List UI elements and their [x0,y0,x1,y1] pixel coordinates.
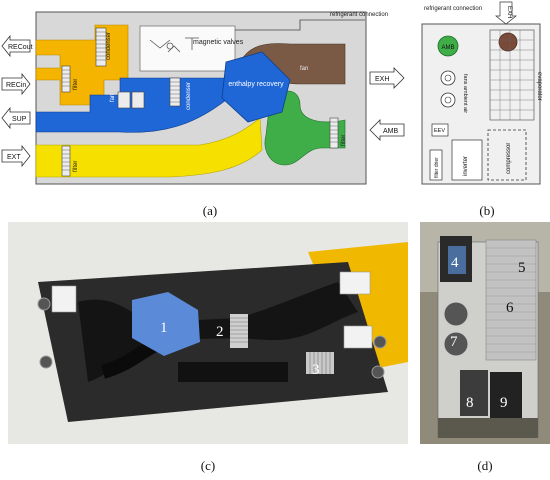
marker-3: 3 [312,362,320,378]
label-filter-ext: filter [73,161,79,172]
port-ring-2 [39,355,53,369]
svg-text:SUP: SUP [12,116,27,123]
marker-9: 9 [500,395,508,411]
label-enthalpy-recovery: enthalpy recovery [228,81,284,88]
condenser-mid-coil [169,77,181,107]
port-recout: RECout [1,34,33,58]
label-fan-left: fan [110,94,116,102]
svg-text:AMB: AMB [383,128,399,135]
label-condenser-mid: condenser [186,82,192,110]
coil-2 [230,314,248,348]
port-exh: EXH [369,67,405,89]
port-ring-1 [37,297,51,311]
filter-drier-box [429,149,443,181]
b-label-evaporator: evaporator [536,72,542,101]
label-filter-recin: filter [73,79,79,90]
marker-8: 8 [466,395,474,411]
enthalpy-recovery-core [221,51,291,123]
svg-text:RECout: RECout [8,44,33,51]
marker-5: 5 [518,260,526,276]
b-port-exh: EXH [495,1,517,25]
panel-a-schematic: condenser filter fan condenser magnetic … [1,11,405,185]
evaporator-coil [489,29,535,121]
caption-b: (b) [479,203,495,218]
label-refrigerant-connection: refrigerant connection [330,12,388,18]
exh-outlet [498,32,518,52]
inverter-box [451,139,483,181]
marker-1: 1 [160,320,168,336]
fan-photo-top [443,301,469,327]
port-ring-3 [373,335,387,349]
left-insert [51,285,77,313]
fans-ambient [440,70,456,108]
svg-text:RECin: RECin [6,82,26,89]
b-label-amb: AMB [441,45,454,51]
fan-module-top [339,271,371,295]
filter-recin [61,65,71,93]
marker-6: 6 [506,300,514,316]
marker-7: 7 [450,334,458,350]
svg-text:EXH: EXH [506,6,512,18]
eev-box [431,123,449,137]
caption-a: (a) [202,203,218,218]
filter-amb [329,117,339,149]
core-1 [132,292,200,356]
condenser-top-coil [95,27,107,67]
svg-text:EXT: EXT [7,154,21,161]
marker-4: 4 [451,255,459,271]
label-magnetic-valves: magnetic valves [193,39,244,46]
b-label-refrigerant-connection: refrigerant connection [424,6,482,12]
panel-d-photo: 4 5 6 7 8 9 [420,222,550,444]
b-label-fans-ambient-air: fans ambient air [462,74,468,113]
fan-module-bottom [343,325,373,349]
b-label-eev: EEV [434,128,445,134]
marker-2: 2 [216,324,224,340]
port-ext: EXT [1,144,31,168]
panel-c-photo: 1 2 3 [8,222,408,444]
fan-box-mid [131,91,145,109]
label-fan-right: fan [300,66,308,72]
fan-photo-bottom [443,331,469,357]
port-ring-4 [371,365,385,379]
b-label-compressor: compressor [506,143,512,174]
refrigerant-line [235,19,365,31]
yellow-duct [35,117,263,178]
amb-inlet [437,35,459,57]
compressor-photo [490,372,522,418]
port-amb: AMB [369,119,405,141]
panel-b-schematic: refrigerant connection EXH AMB evaporato… [421,1,542,185]
fan-box-left [117,91,131,109]
compressor-box [487,129,527,181]
label-condenser-top: condenser [106,32,112,60]
port-recin: RECin [1,72,31,96]
label-filter-amb: filter [341,135,347,146]
valve-box [139,25,236,72]
svg-text:EXH: EXH [375,76,389,83]
inverter-photo [460,370,488,416]
port-sup: SUP [1,106,31,130]
foam-channels [78,282,358,382]
caption-d: (d) [477,458,493,473]
b-label-filter-drier: filter drier [434,157,440,178]
coil-3 [306,352,334,374]
caption-c: (c) [200,458,216,473]
evaporator-coil-photo [485,239,537,361]
filter-ext [61,145,71,177]
b-label-inverter: inverter [463,156,469,176]
